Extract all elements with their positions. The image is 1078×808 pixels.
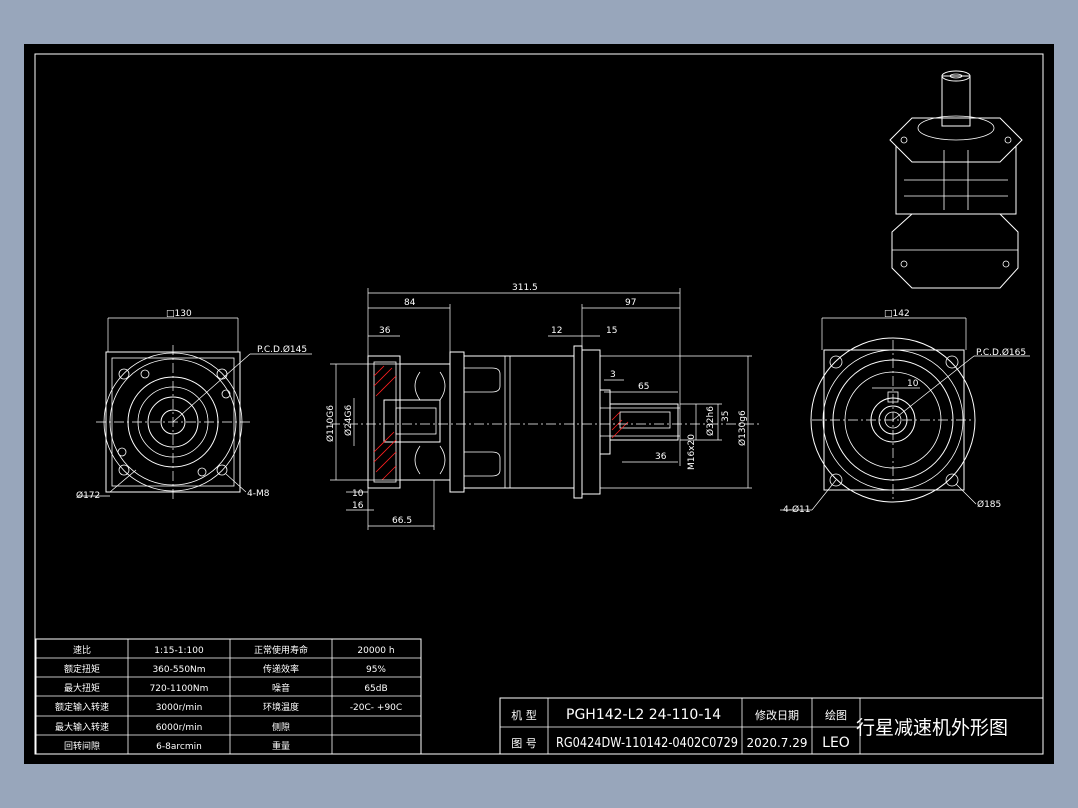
spec-value: 95% [366, 665, 386, 675]
spec-label: 重量 [272, 740, 290, 752]
spec-label: 最大输入转速 [55, 721, 109, 733]
tap-label: M16x20 [687, 434, 697, 470]
spec-value: -20C- +90C [350, 703, 402, 713]
drawn-by-value: LEO [822, 735, 850, 751]
dim-35: 35 [721, 411, 731, 422]
dim-15: 15 [606, 326, 617, 336]
dim-36-shaft: 36 [655, 452, 667, 462]
left-outer-dia-label: Ø172 [76, 490, 100, 501]
title-block [499, 697, 1044, 755]
dim-97: 97 [625, 298, 636, 308]
model-label: 机 型 [511, 708, 537, 722]
spec-value: 1:15-1:100 [154, 646, 204, 656]
dim-16: 16 [352, 501, 364, 511]
spec-value: 6-8arcmin [156, 742, 202, 752]
spec-value: 3000r/min [156, 703, 203, 713]
spec-label: 侧隙 [272, 721, 290, 733]
bore-label: Ø24G6 [343, 404, 354, 436]
side-section-view [330, 288, 760, 530]
spec-value: 20000 h [357, 646, 394, 656]
spec-label: 额定扭矩 [64, 663, 100, 675]
spec-value: 720-1100Nm [150, 684, 209, 694]
isometric-view [889, 70, 1023, 289]
spec-label: 回转间隙 [64, 740, 100, 752]
right-square-label: □142 [884, 309, 910, 319]
spec-label: 传递效率 [263, 663, 299, 675]
update-date-label: 修改日期 [755, 708, 799, 722]
left-holes-label: 4-M8 [247, 489, 270, 499]
pilot-left-label: Ø110G6 [325, 405, 336, 442]
spec-label: 噪音 [272, 682, 290, 694]
right-holes-label: 4-Ø11 [783, 504, 811, 515]
spec-label: 最大扭矩 [64, 682, 100, 694]
drawing-sheet [24, 44, 1054, 764]
shaft-dia-label: Ø32h6 [705, 406, 716, 436]
dim-10: 10 [352, 489, 364, 499]
update-date-value: 2020.7.29 [746, 736, 807, 750]
spec-label: 速比 [73, 644, 91, 656]
dim-66-5: 66.5 [392, 516, 412, 526]
spec-label: 正常使用寿命 [254, 644, 308, 656]
spec-table [35, 638, 422, 755]
spec-value: 65dB [364, 684, 387, 694]
overall-length-label: 311.5 [512, 283, 538, 293]
model-value: PGH142-L2 24-110-14 [566, 707, 721, 723]
right-outer-dia-label: Ø185 [977, 499, 1001, 510]
left-square-label: □130 [166, 309, 192, 319]
right-flange-view [780, 317, 1030, 511]
drawing-number-value: RG0424DW-110142-0402C0729 [556, 736, 738, 751]
dim-84: 84 [404, 298, 416, 308]
pilot-right-label: Ø130g6 [737, 410, 748, 446]
left-pcd-label: P.C.D.Ø145 [257, 344, 307, 355]
right-key-label: 10 [907, 379, 919, 389]
right-pcd-label: P.C.D.Ø165 [976, 347, 1026, 358]
spec-value: 360-550Nm [152, 665, 205, 675]
drawn-by-label: 绘图 [825, 708, 847, 722]
drawing-title: 行星减速机外形图 [856, 717, 1008, 739]
spec-value: 6000r/min [156, 723, 203, 733]
dim-36-flange: 36 [379, 326, 391, 336]
dim-12: 12 [551, 326, 562, 336]
drawing-number-label: 图 号 [511, 737, 537, 750]
left-flange-view [78, 317, 312, 500]
dim-3: 3 [610, 370, 616, 380]
spec-label: 环境温度 [263, 701, 299, 713]
dim-65: 65 [638, 382, 649, 392]
spec-label: 额定输入转速 [55, 701, 109, 713]
